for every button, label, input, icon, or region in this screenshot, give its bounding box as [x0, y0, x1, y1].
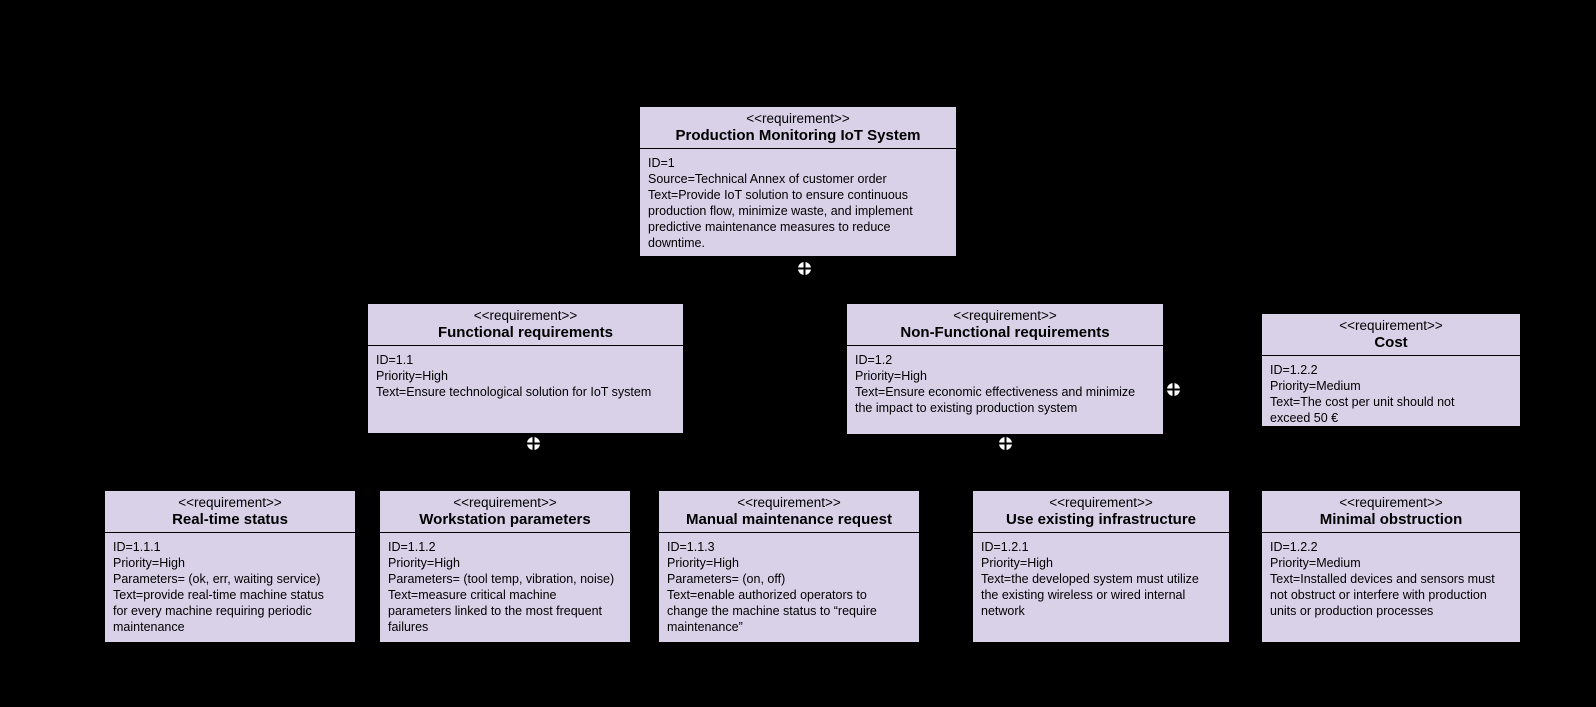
- body-line: Priority=High: [855, 369, 927, 383]
- containment-crosshair-icon: [1165, 381, 1181, 397]
- body-line: Priority=High: [113, 556, 185, 570]
- body-line: Text=Provide IoT solution to ensure cont…: [648, 188, 908, 202]
- requirement-box-real-time-status: <<requirement>> Real-time status ID=1.1.…: [104, 490, 356, 643]
- body-line: maintenance”: [667, 620, 743, 634]
- stereotype-label: <<requirement>>: [178, 495, 282, 510]
- body-line: ID=1.1.2: [388, 540, 436, 554]
- body-line: change the machine status to “require: [667, 604, 877, 618]
- containment-crosshair-icon: [796, 260, 812, 276]
- requirement-title: Real-time status: [172, 511, 288, 528]
- body-line: Parameters= (tool temp, vibration, noise…: [388, 572, 615, 586]
- body-line: ID=1: [648, 156, 675, 170]
- body-line: ID=1.2.2: [1270, 363, 1318, 377]
- stereotype-label: <<requirement>>: [1339, 495, 1443, 510]
- body-line: Text=Ensure economic effectiveness and m…: [855, 385, 1136, 399]
- containment-crosshair-icon: [525, 435, 541, 451]
- body-line: the existing wireless or wired internal: [981, 588, 1186, 602]
- body-line: Priority=High: [981, 556, 1053, 570]
- requirement-box-header: <<requirement>> Production Monitoring Io…: [640, 107, 956, 149]
- body-line: Source=Technical Annex of customer order: [648, 172, 887, 186]
- requirement-title: Manual maintenance request: [686, 511, 892, 528]
- requirement-box-functional-requirements: <<requirement>> Functional requirements …: [367, 303, 684, 434]
- requirement-box-header: <<requirement>> Workstation parameters: [380, 491, 630, 533]
- requirement-box-non-functional-requirements: <<requirement>> Non-Functional requireme…: [846, 303, 1164, 435]
- body-line: network: [981, 604, 1025, 618]
- requirement-title: Workstation parameters: [419, 511, 591, 528]
- body-line: Text=the developed system must utilize: [981, 572, 1199, 586]
- requirement-box-header: <<requirement>> Cost: [1262, 314, 1520, 356]
- stereotype-label: <<requirement>>: [737, 495, 841, 510]
- body-line: ID=1.1.1: [113, 540, 161, 554]
- body-line: Priority=High: [667, 556, 739, 570]
- body-line: failures: [388, 620, 429, 634]
- requirement-box-workstation-parameters: <<requirement>> Workstation parameters I…: [379, 490, 631, 643]
- body-line: Priority=Medium: [1270, 379, 1361, 393]
- body-line: ID=1.1: [376, 353, 414, 367]
- requirement-box-header: <<requirement>> Functional requirements: [368, 304, 683, 346]
- body-line: Text=Installed devices and sensors must: [1270, 572, 1495, 586]
- body-line: ID=1.2.1: [981, 540, 1029, 554]
- body-line: ID=1.2: [855, 353, 893, 367]
- stereotype-label: <<requirement>>: [746, 111, 850, 126]
- stereotype-label: <<requirement>>: [1049, 495, 1153, 510]
- body-line: not obstruct or interfere with productio…: [1270, 588, 1487, 602]
- requirement-title: Use existing infrastructure: [1005, 511, 1197, 528]
- body-line: Parameters= (on, off): [667, 572, 786, 586]
- body-line: Priority=Medium: [1270, 556, 1361, 570]
- body-line: the impact to existing production system: [855, 401, 1078, 415]
- containment-crosshair-icon: [997, 435, 1013, 451]
- requirement-box-header: <<requirement>> Non-Functional requireme…: [847, 304, 1163, 346]
- body-line: parameters linked to the most frequent: [388, 604, 603, 618]
- stereotype-label: <<requirement>>: [453, 495, 557, 510]
- body-line: maintenance: [113, 620, 185, 634]
- body-line: Parameters= (ok, err, waiting service): [113, 572, 321, 586]
- body-line: Priority=High: [388, 556, 460, 570]
- body-line: Text=provide real-time machine status: [113, 588, 324, 602]
- body-line: predictive maintenance measures to reduc…: [648, 220, 891, 234]
- stereotype-label: <<requirement>>: [1339, 318, 1443, 333]
- requirement-title: Production Monitoring IoT System: [675, 127, 921, 144]
- requirement-box-production-monitoring-iot-system: <<requirement>> Production Monitoring Io…: [639, 106, 957, 257]
- body-line: Text=measure critical machine: [388, 588, 557, 602]
- body-line: Priority=High: [376, 369, 448, 383]
- stereotype-label: <<requirement>>: [473, 308, 578, 323]
- body-line: ID=1.1.3: [667, 540, 715, 554]
- requirement-box-manual-maintenance-request: <<requirement>> Manual maintenance reque…: [658, 490, 920, 643]
- body-line: units or production processes: [1270, 604, 1434, 618]
- body-line: for every machine requiring periodic: [113, 604, 312, 618]
- requirement-box-use-existing-infrastructure: <<requirement>> Use existing infrastruct…: [972, 490, 1230, 643]
- requirement-title: Non-Functional requirements: [900, 324, 1110, 341]
- requirement-title: Functional requirements: [437, 324, 614, 341]
- requirement-box-minimal-obstruction: <<requirement>> Minimal obstruction ID=1…: [1261, 490, 1521, 643]
- requirement-box-header: <<requirement>> Minimal obstruction: [1262, 491, 1520, 533]
- stereotype-label: <<requirement>>: [953, 308, 1057, 323]
- body-line: Text=enable authorized operators to: [667, 588, 867, 602]
- body-line: exceed 50 €: [1270, 411, 1339, 425]
- requirement-box-header: <<requirement>> Real-time status: [105, 491, 355, 533]
- requirement-box-header: <<requirement>> Use existing infrastruct…: [973, 491, 1229, 533]
- requirement-title: Cost: [1374, 334, 1408, 351]
- requirement-box-header: <<requirement>> Manual maintenance reque…: [659, 491, 919, 533]
- body-line: ID=1.2.2: [1270, 540, 1318, 554]
- body-line: Text=The cost per unit should not: [1270, 395, 1455, 409]
- requirement-title: Minimal obstruction: [1319, 511, 1463, 528]
- body-line: downtime.: [648, 236, 705, 250]
- body-line: production flow, minimize waste, and imp…: [648, 204, 913, 218]
- body-line: Text=Ensure technological solution for I…: [376, 385, 652, 399]
